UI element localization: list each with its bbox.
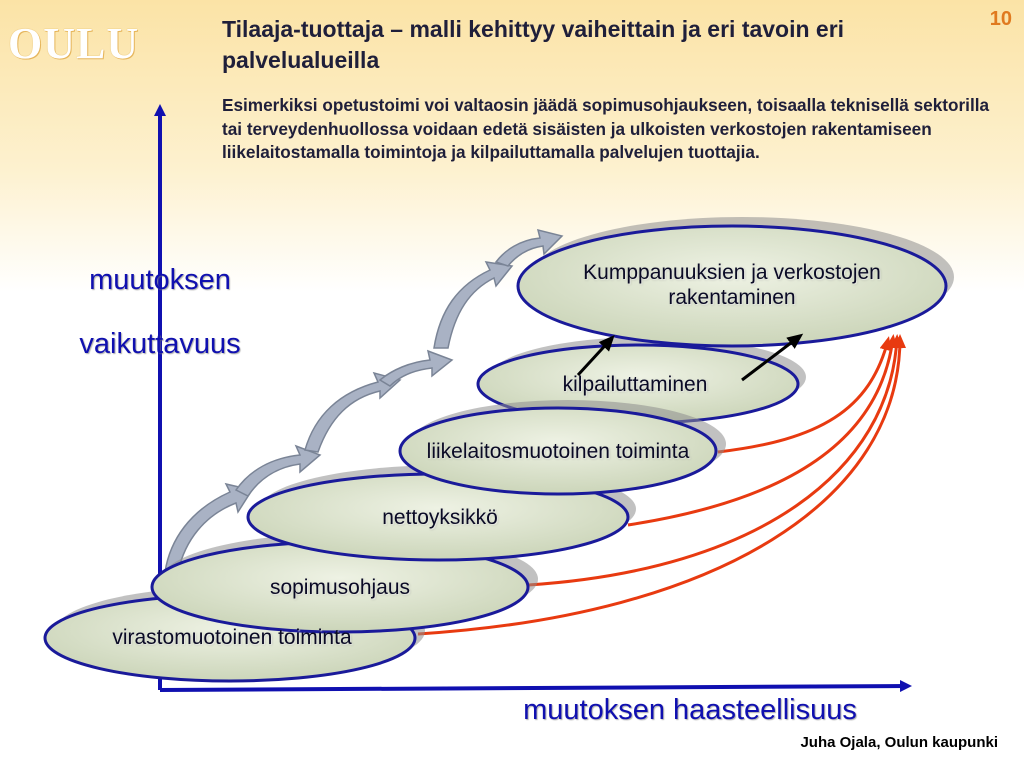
node-sopimus-label: sopimusohjaus [269,576,411,600]
step-arrow-2 [234,444,322,497]
curve-from-virasto [417,334,906,636]
node-liikelaitos-label: liikelaitosmuotoinen toiminta [426,440,690,464]
node-kumppanuus-label: Kumppanuuksien ja verkostojen rakentamin… [583,260,881,309]
slide-description: Esimerkiksi opetustoimi voi valtaosin jä… [222,95,990,163]
oulu-logo: OULU [8,19,140,68]
slide-title: Tilaaja-tuottaja – malli kehittyy vaihei… [222,16,845,74]
x-axis-label: muutoksen haasteellisuus [523,694,857,726]
arrow-kilpailu-right [741,333,804,382]
node-liikelaitos-shape [398,400,726,496]
step-arrow-4 [378,349,454,387]
y-axis-label-line1: muutoksen [89,264,231,296]
step-arrow-6 [494,228,564,267]
step-arrow-5 [433,261,514,349]
y-axis-label-line2: vaikuttavuus [79,328,241,360]
curve-from-nettoyksikko [627,334,898,527]
node-kilpailu-label: kilpailuttaminen [562,373,708,397]
curve-from-sopimusohjaus [527,334,903,587]
node-kumppanuus-shape [516,217,954,348]
curve-from-liikelaitos [717,336,892,454]
author-credit: Juha Ojala, Oulun kaupunki [800,734,998,751]
slide-number: 10 [989,8,1012,30]
node-virasto-label: virastomuotoinen toiminta [112,626,352,650]
x-axis [159,680,912,693]
growth-curves [417,334,906,636]
arrow-kilpailu-left [576,335,615,377]
step-arrow-3 [304,371,402,453]
node-netto-label: nettoyksikkö [382,506,498,530]
